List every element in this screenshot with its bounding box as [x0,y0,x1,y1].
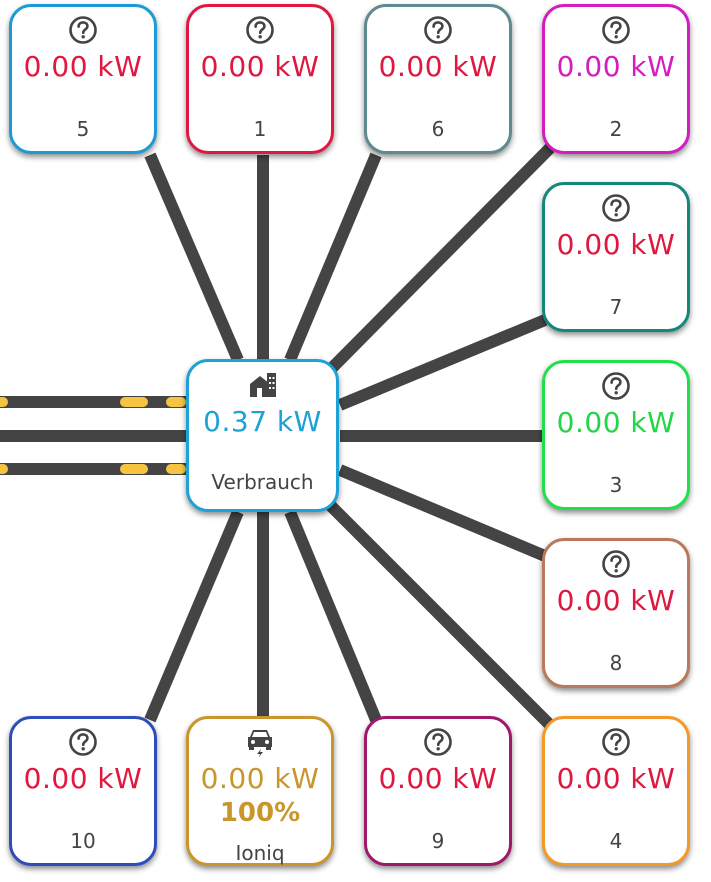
line-6 [284,152,382,363]
device-name: 1 [253,117,267,141]
consumption-power: 0.37 kW [203,405,322,438]
help-circle-icon [12,15,154,45]
device-card-3[interactable]: 0.00 kW 3 [542,360,690,510]
help-circle-icon [545,15,687,45]
line-7 [337,314,548,411]
help-circle-icon [545,549,687,579]
device-power: 0.00 kW [200,50,320,83]
device-power: 0.00 kW [200,762,320,795]
flow-dot [166,464,186,474]
line-2 [325,143,555,375]
device-power: 0.00 kW [556,50,676,83]
device-name: 3 [609,473,623,497]
device-power: 0.00 kW [556,584,676,617]
device-card-7[interactable]: 0.00 kW 7 [542,182,690,332]
consumption-card[interactable]: 0.37 kW Verbrauch [186,359,339,512]
flow-dot [120,397,148,407]
device-name: 4 [609,829,623,853]
device-power: 0.00 kW [378,50,498,83]
help-circle-icon [12,727,154,757]
help-circle-icon [189,15,331,45]
line-4 [325,500,555,730]
device-card-ioniq[interactable]: 0.00 kW 100% Ioniq [186,716,334,866]
help-circle-icon [545,371,687,401]
device-card-6[interactable]: 0.00 kW 6 [364,4,512,154]
device-power: 0.00 kW [23,762,143,795]
device-card-9[interactable]: 0.00 kW 9 [364,716,512,866]
device-card-1[interactable]: 0.00 kW 1 [186,4,334,154]
device-card-10[interactable]: 0.00 kW 10 [9,716,157,866]
device-power: 0.00 kW [378,762,498,795]
battery-soc: 100% [219,798,301,828]
device-name: 10 [70,829,96,853]
device-power: 0.00 kW [556,406,676,439]
line-8 [337,464,548,562]
house-icon [189,370,336,400]
device-name: 9 [431,829,445,853]
device-power: 0.00 kW [556,762,676,795]
device-name: 2 [609,117,623,141]
device-card-2[interactable]: 0.00 kW 2 [542,4,690,154]
device-name: 6 [431,117,445,141]
device-card-4[interactable]: 0.00 kW 4 [542,716,690,866]
device-name: 8 [609,651,623,675]
flow-dot [0,397,8,407]
line-9 [284,509,382,723]
device-name: Ioniq [235,841,285,865]
help-circle-icon [367,727,509,757]
car-charging-icon [189,727,331,757]
flow-dot [166,397,186,407]
device-card-8[interactable]: 0.00 kW 8 [542,538,690,688]
device-power: 0.00 kW [556,228,676,261]
flow-dot [120,464,148,474]
help-circle-icon [545,727,687,757]
line-5 [144,152,244,363]
flow-dot [0,464,8,474]
help-circle-icon [367,15,509,45]
help-circle-icon [545,193,687,223]
consumption-label: Verbrauch [211,470,314,494]
device-card-5[interactable]: 0.00 kW 5 [9,4,157,154]
device-power: 0.00 kW [23,50,143,83]
device-name: 7 [609,295,623,319]
line-10 [144,509,244,723]
device-name: 5 [76,117,90,141]
